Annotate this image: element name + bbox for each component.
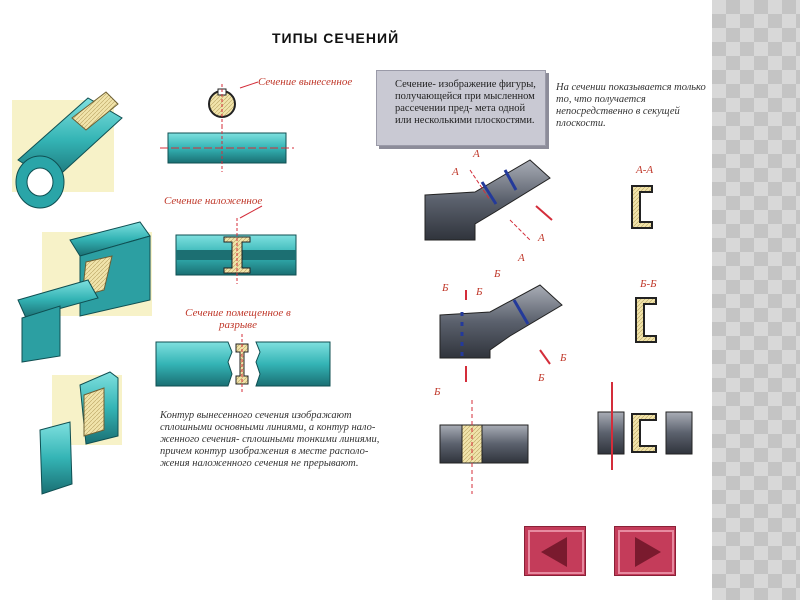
external-section-drawing bbox=[160, 81, 294, 172]
mark-a-1: А bbox=[473, 148, 480, 160]
i-beam-3d-model bbox=[17, 221, 151, 363]
channel-3d-model bbox=[39, 371, 119, 495]
definition-box: Сечение- изображение фигуры, получающейс… bbox=[376, 70, 546, 146]
mark-b-5: Б bbox=[538, 372, 545, 384]
arrow-left-icon bbox=[528, 530, 584, 574]
mark-b-4: Б bbox=[560, 352, 567, 364]
next-slide-button[interactable] bbox=[614, 526, 676, 576]
mark-b-2: Б bbox=[476, 286, 483, 298]
tube-3d-model bbox=[15, 91, 123, 209]
page-title: ТИПЫ СЕЧЕНИЙ bbox=[272, 30, 400, 46]
definition-text: Сечение- изображение фигуры, получающейс… bbox=[395, 79, 536, 126]
mark-a-3: А bbox=[538, 232, 545, 244]
note-text: На сечении показывается только то, что п… bbox=[556, 82, 706, 129]
arrow-right-icon bbox=[618, 530, 674, 574]
section-b-b-shape bbox=[635, 297, 657, 343]
section-a-a-shape bbox=[631, 185, 653, 229]
bent-bar-b-drawing bbox=[439, 284, 563, 382]
label-external-section: Сечение вынесенное bbox=[258, 76, 353, 88]
label-break-section: Сечение помещенное в разрыве bbox=[185, 307, 291, 331]
label-superimposed-section: Сечение наложенное bbox=[164, 195, 263, 207]
mark-b-6: Б bbox=[434, 386, 441, 398]
mark-b-b: Б-Б bbox=[640, 278, 657, 290]
bottom-section-drawing bbox=[439, 382, 693, 494]
mark-a-a: А-А bbox=[636, 164, 654, 176]
bent-bar-a-drawing bbox=[424, 159, 553, 241]
decorative-side-stripe bbox=[712, 0, 800, 600]
break-section-drawing bbox=[155, 334, 331, 394]
prev-slide-button[interactable] bbox=[524, 526, 586, 576]
mark-a-2: А bbox=[452, 166, 459, 178]
mark-a-4: А bbox=[518, 252, 525, 264]
mark-b-3: Б bbox=[494, 268, 501, 280]
mark-b-1: Б bbox=[442, 282, 449, 294]
contour-note-text: Контур вынесенного сечения изображают сп… bbox=[160, 410, 380, 469]
superimposed-section-drawing bbox=[175, 205, 297, 284]
